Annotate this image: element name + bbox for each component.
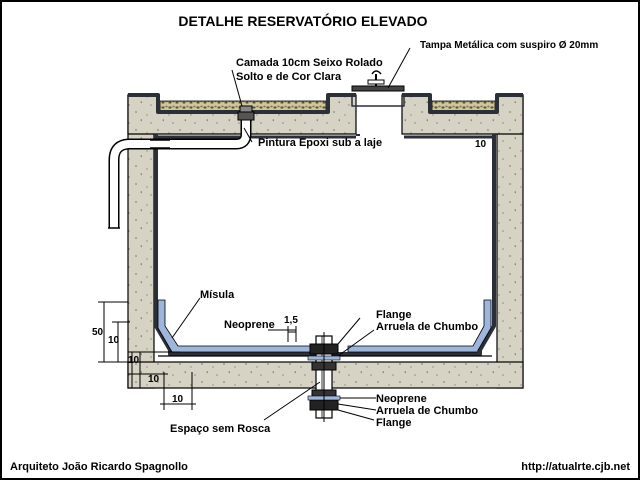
label-camada-line1: Camada 10cm Seixo Rolado <box>236 57 383 69</box>
dim-10-bottom: 10 <box>172 394 184 405</box>
label-dim-neoprene: 1,5 <box>284 315 298 326</box>
dim-10-vertical: 10 <box>108 335 120 346</box>
label-espaco: Espaço sem Rosca <box>170 423 271 435</box>
gravel-layer-right <box>431 100 496 112</box>
label-tampa: Tampa Metálica com suspiro Ø 20mm <box>420 40 598 51</box>
label-flange-top: Flange <box>376 309 411 321</box>
label-wall-thickness: 10 <box>475 139 487 150</box>
dim-10-inner: 10 <box>128 355 140 366</box>
label-flange-bottom: Flange <box>376 417 411 429</box>
label-misula: Mísula <box>200 289 235 301</box>
dim-50: 50 <box>92 327 104 338</box>
footer-url[interactable]: http://atualrte.cjb.net <box>521 461 630 473</box>
drawing-title: DETALHE RESERVATÓRIO ELEVADO <box>178 12 427 29</box>
dimension-lines <box>98 301 297 410</box>
label-arruela-bottom: Arruela de Chumbo <box>376 405 478 417</box>
leader-lines <box>171 47 411 421</box>
dim-10-slab: 10 <box>148 374 160 385</box>
footer-author: Arquiteto João Ricardo Spagnollo <box>10 461 188 473</box>
label-camada-line2: Solto e de Cor Clara <box>236 71 342 83</box>
label-neoprene-bottom: Neoprene <box>376 393 427 405</box>
label-arruela-top: Arruela de Chumbo <box>376 321 478 333</box>
label-neoprene-top: Neoprene <box>224 319 275 331</box>
label-pintura: Pintura Epoxi sub a laje <box>258 137 382 149</box>
metal-lid-with-vent <box>351 70 405 92</box>
outlet-pipe <box>307 332 341 422</box>
overflow-pipe <box>108 105 255 229</box>
